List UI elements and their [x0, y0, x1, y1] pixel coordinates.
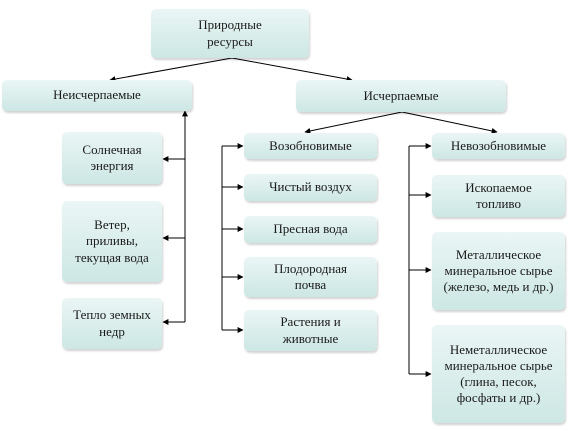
- nonrenewable-item-fuel: Ископаемое топливо: [432, 175, 565, 217]
- arrow-root-to-exhaustible: [231, 57, 353, 82]
- biota-label: Растения и животные: [280, 314, 341, 346]
- air-label: Чистый воздух: [269, 179, 352, 195]
- inexhaustible-node: Неисчерпаемые: [2, 80, 192, 111]
- arrow-exhaustible-to-renewable: [304, 111, 403, 134]
- inexhaustible-item-wind: Ветер, приливы, текущая вода: [62, 201, 162, 282]
- inexhaustible-label: Неисчерпаемые: [53, 87, 141, 103]
- soil-label: Плодородная почва: [273, 260, 348, 292]
- arrow-exhaustible-to-nonrenewable: [401, 111, 498, 134]
- inexhaustible-item-heat: Тепло земных недр: [62, 298, 162, 349]
- renewable-item-water: Пресная вода: [244, 216, 377, 243]
- metal-label: Металлическое минеральное сырье (железо,…: [443, 246, 554, 295]
- renewable-item-soil: Плодородная почва: [244, 257, 377, 297]
- nonrenewable-item-metal: Металлическое минеральное сырье (железо,…: [432, 232, 565, 310]
- nonrenewable-label: Невозобновимые: [450, 137, 547, 153]
- heat-label: Тепло земных недр: [73, 307, 151, 339]
- solar-label: Солнечная энергия: [82, 141, 142, 173]
- root-label: Природные ресурсы: [198, 17, 262, 49]
- renewable-node: Возобновимые: [244, 133, 377, 159]
- exhaustible-label: Исчерпаемые: [363, 87, 439, 103]
- renewable-item-air: Чистый воздух: [244, 174, 377, 201]
- nonrenewable-item-nonmetal: Неметаллическое минеральное сырье (глина…: [432, 325, 565, 423]
- wind-label: Ветер, приливы, текущая вода: [75, 217, 149, 265]
- water-label: Пресная вода: [273, 221, 348, 237]
- renewable-item-biota: Растения и животные: [244, 310, 377, 351]
- exhaustible-node: Исчерпаемые: [296, 80, 506, 112]
- arrow-root-to-inexhaustible: [109, 57, 233, 82]
- nonrenewable-node: Невозобновимые: [432, 133, 565, 159]
- nonmetal-label: Неметаллическое минеральное сырье (глина…: [444, 341, 553, 406]
- inexhaustible-item-solar: Солнечная энергия: [62, 132, 162, 184]
- fuel-label: Ископаемое топливо: [465, 179, 532, 211]
- renewable-label: Возобновимые: [269, 137, 352, 153]
- root-node: Природные ресурсы: [151, 9, 309, 58]
